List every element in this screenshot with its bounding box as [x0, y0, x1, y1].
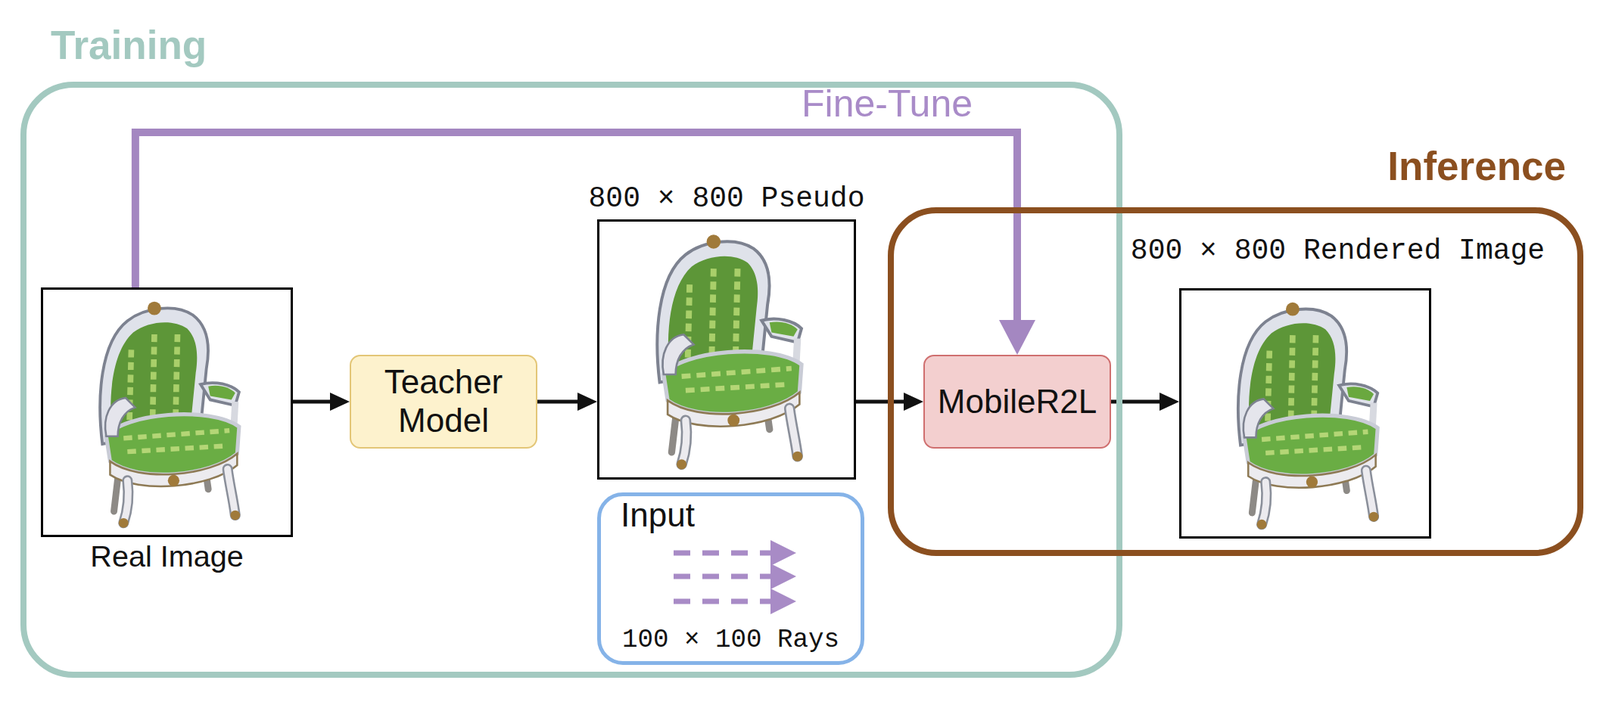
node-title: Input [620, 496, 695, 536]
process-box: Teacher Model [349, 354, 538, 449]
input-box: Input 100 × 100 Rays [597, 492, 865, 666]
model-box: MobileR2L [923, 354, 1112, 449]
connector-line [135, 132, 1018, 322]
connector [292, 392, 350, 411]
inference-region: InferenceMobileR2L800 × 800 Rendered Ima… [887, 207, 1584, 557]
arrowhead [1159, 392, 1180, 411]
connector-line [856, 400, 906, 405]
node-title: Teacher Model [358, 363, 529, 440]
node-title: 800 × 800 Rendered Image [1130, 234, 1545, 268]
node-text: 100 × 100 Rays [600, 625, 861, 656]
edge-label: Fine-Tune [801, 82, 973, 127]
arrowhead [999, 320, 1036, 355]
connector [537, 392, 598, 411]
image-frame: 800 × 800 Pseudo [597, 219, 857, 480]
ray-arrows [673, 540, 797, 615]
arrowhead [903, 392, 924, 411]
image-frame: 800 × 800 Rendered Image [1179, 288, 1432, 539]
node-title: MobileR2L [937, 382, 1097, 422]
chair-image [99, 301, 240, 529]
node-title: Inference [1387, 143, 1566, 190]
chair-image [656, 234, 803, 470]
arrowhead [329, 392, 350, 411]
node-title: 800 × 800 Pseudo [588, 182, 866, 216]
connector [135, 132, 1036, 355]
arrowhead [577, 392, 598, 411]
connector-line [537, 400, 579, 405]
chair-image [1238, 302, 1379, 530]
node-title: Real Image [43, 539, 291, 575]
node-title: Training [50, 22, 207, 69]
image-frame: Real Image [40, 287, 293, 538]
connector-line [292, 400, 332, 405]
